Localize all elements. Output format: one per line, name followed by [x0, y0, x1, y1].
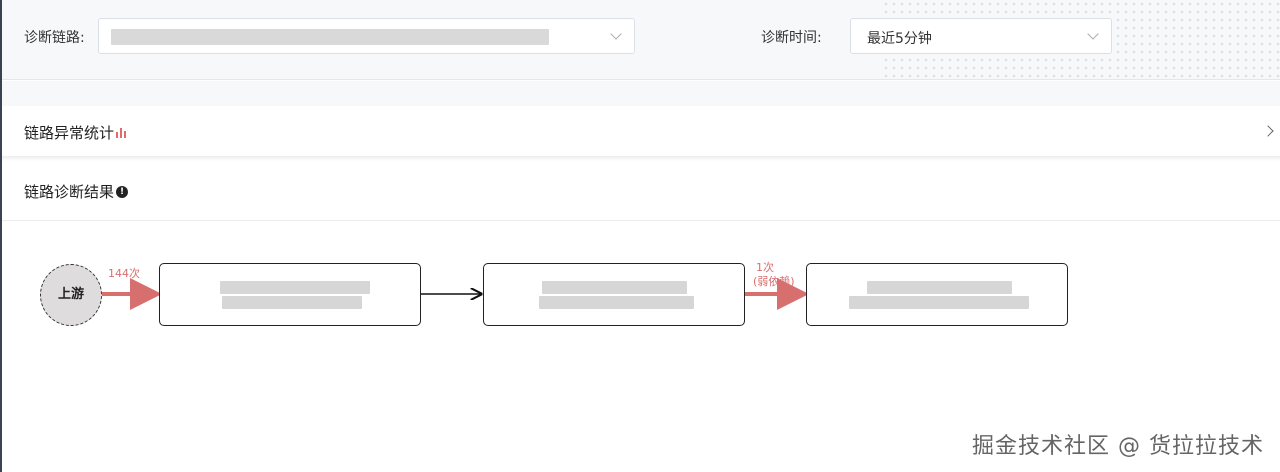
- result-title-text: 链路诊断结果: [24, 183, 115, 201]
- node-text-redacted: [220, 281, 370, 294]
- node-text-redacted: [539, 296, 694, 309]
- chain-filter-label: 诊断链路:: [24, 30, 85, 46]
- info-icon[interactable]: !: [116, 185, 129, 198]
- chevron-right-icon[interactable]: [1262, 125, 1274, 137]
- edge2-count-label: 1次: [756, 261, 774, 274]
- node-text-redacted: [542, 281, 687, 294]
- stats-title-text: 链路异常统计: [24, 124, 115, 142]
- time-select-value: 最近5分钟: [867, 31, 932, 47]
- chevron-down-icon: [610, 28, 622, 40]
- bar-chart-icon: [116, 127, 127, 138]
- stats-section-header[interactable]: 链路异常统计: [2, 107, 1280, 157]
- service-node-1[interactable]: [159, 263, 421, 326]
- chain-diagram-edges: [102, 278, 809, 310]
- edge2-note-label: (弱依赖): [753, 275, 795, 288]
- chain-select[interactable]: [98, 18, 635, 54]
- service-node-2[interactable]: [483, 263, 745, 326]
- filter-bar: 诊断链路: 诊断时间: 最近5分钟: [2, 0, 1280, 80]
- time-select[interactable]: 最近5分钟: [850, 18, 1112, 54]
- chevron-down-icon: [1087, 28, 1099, 40]
- edge1-count-label: 144次: [108, 267, 140, 280]
- time-filter-label: 诊断时间:: [761, 30, 822, 46]
- node-text-redacted: [222, 296, 362, 309]
- chain-select-value-redacted: [111, 29, 549, 45]
- node-text-redacted: [867, 281, 1012, 294]
- result-section-title: 链路诊断结果!: [24, 181, 129, 202]
- upstream-node[interactable]: 上游: [40, 264, 102, 326]
- watermark: 掘金技术社区 @ 货拉拉技术: [972, 434, 1264, 459]
- stats-section-title: 链路异常统计: [24, 122, 127, 143]
- section-divider: [2, 156, 1280, 161]
- node-text-redacted: [849, 296, 1029, 309]
- gap-band: [2, 81, 1280, 106]
- service-node-3[interactable]: [806, 263, 1068, 326]
- result-section-header: 链路诊断结果!: [2, 161, 1280, 221]
